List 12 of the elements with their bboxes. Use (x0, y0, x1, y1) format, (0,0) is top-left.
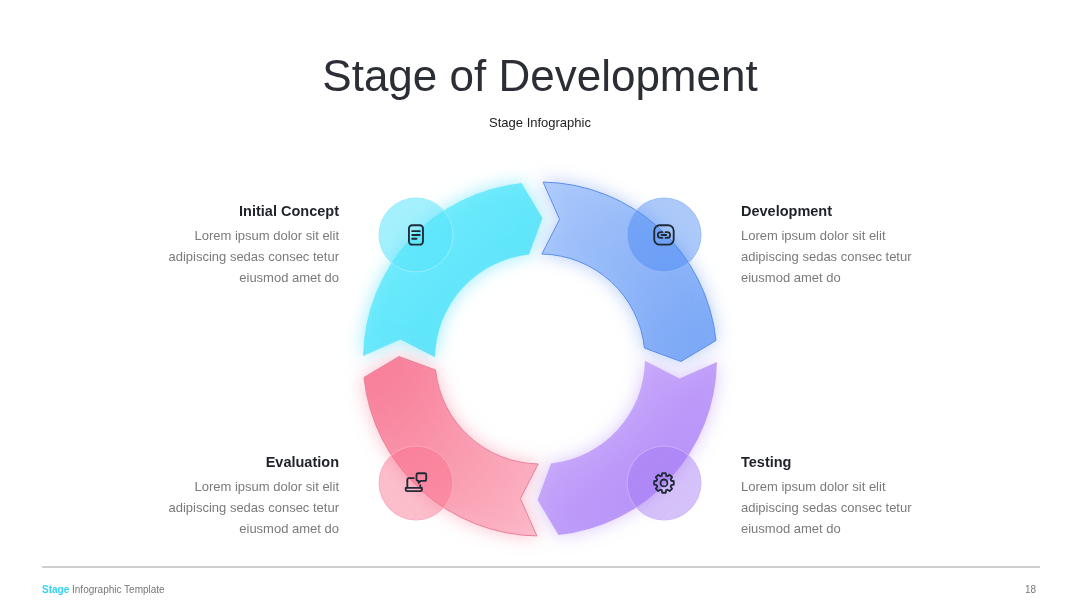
stage-heading: Testing (741, 453, 792, 471)
stage-heading: Development (741, 202, 833, 220)
subtitle: Stage Infographic (489, 115, 591, 131)
stage-heading: Initial Concept (239, 202, 339, 220)
description-text: Lorem ipsum dolor sit elit adipiscing sedas consec tetur eiusmod amet do (741, 227, 913, 287)
title: Stage of Development (322, 50, 758, 102)
footer-text: Stage Infographic Template (42, 583, 165, 596)
description-text: Lorem ipsum dolor sit elit adipiscing sedas consec tetur eiusmod amet do (167, 227, 339, 287)
description-text: Lorem ipsum dolor sit elit adipiscing sedas consec tetur eiusmod amet do (741, 478, 913, 538)
description-text: Lorem ipsum dolor sit elit adipiscing sedas consec tetur eiusmod amet do (167, 478, 339, 538)
page-number: 18 (1024, 583, 1036, 596)
stage-heading: Evaluation (265, 453, 339, 471)
